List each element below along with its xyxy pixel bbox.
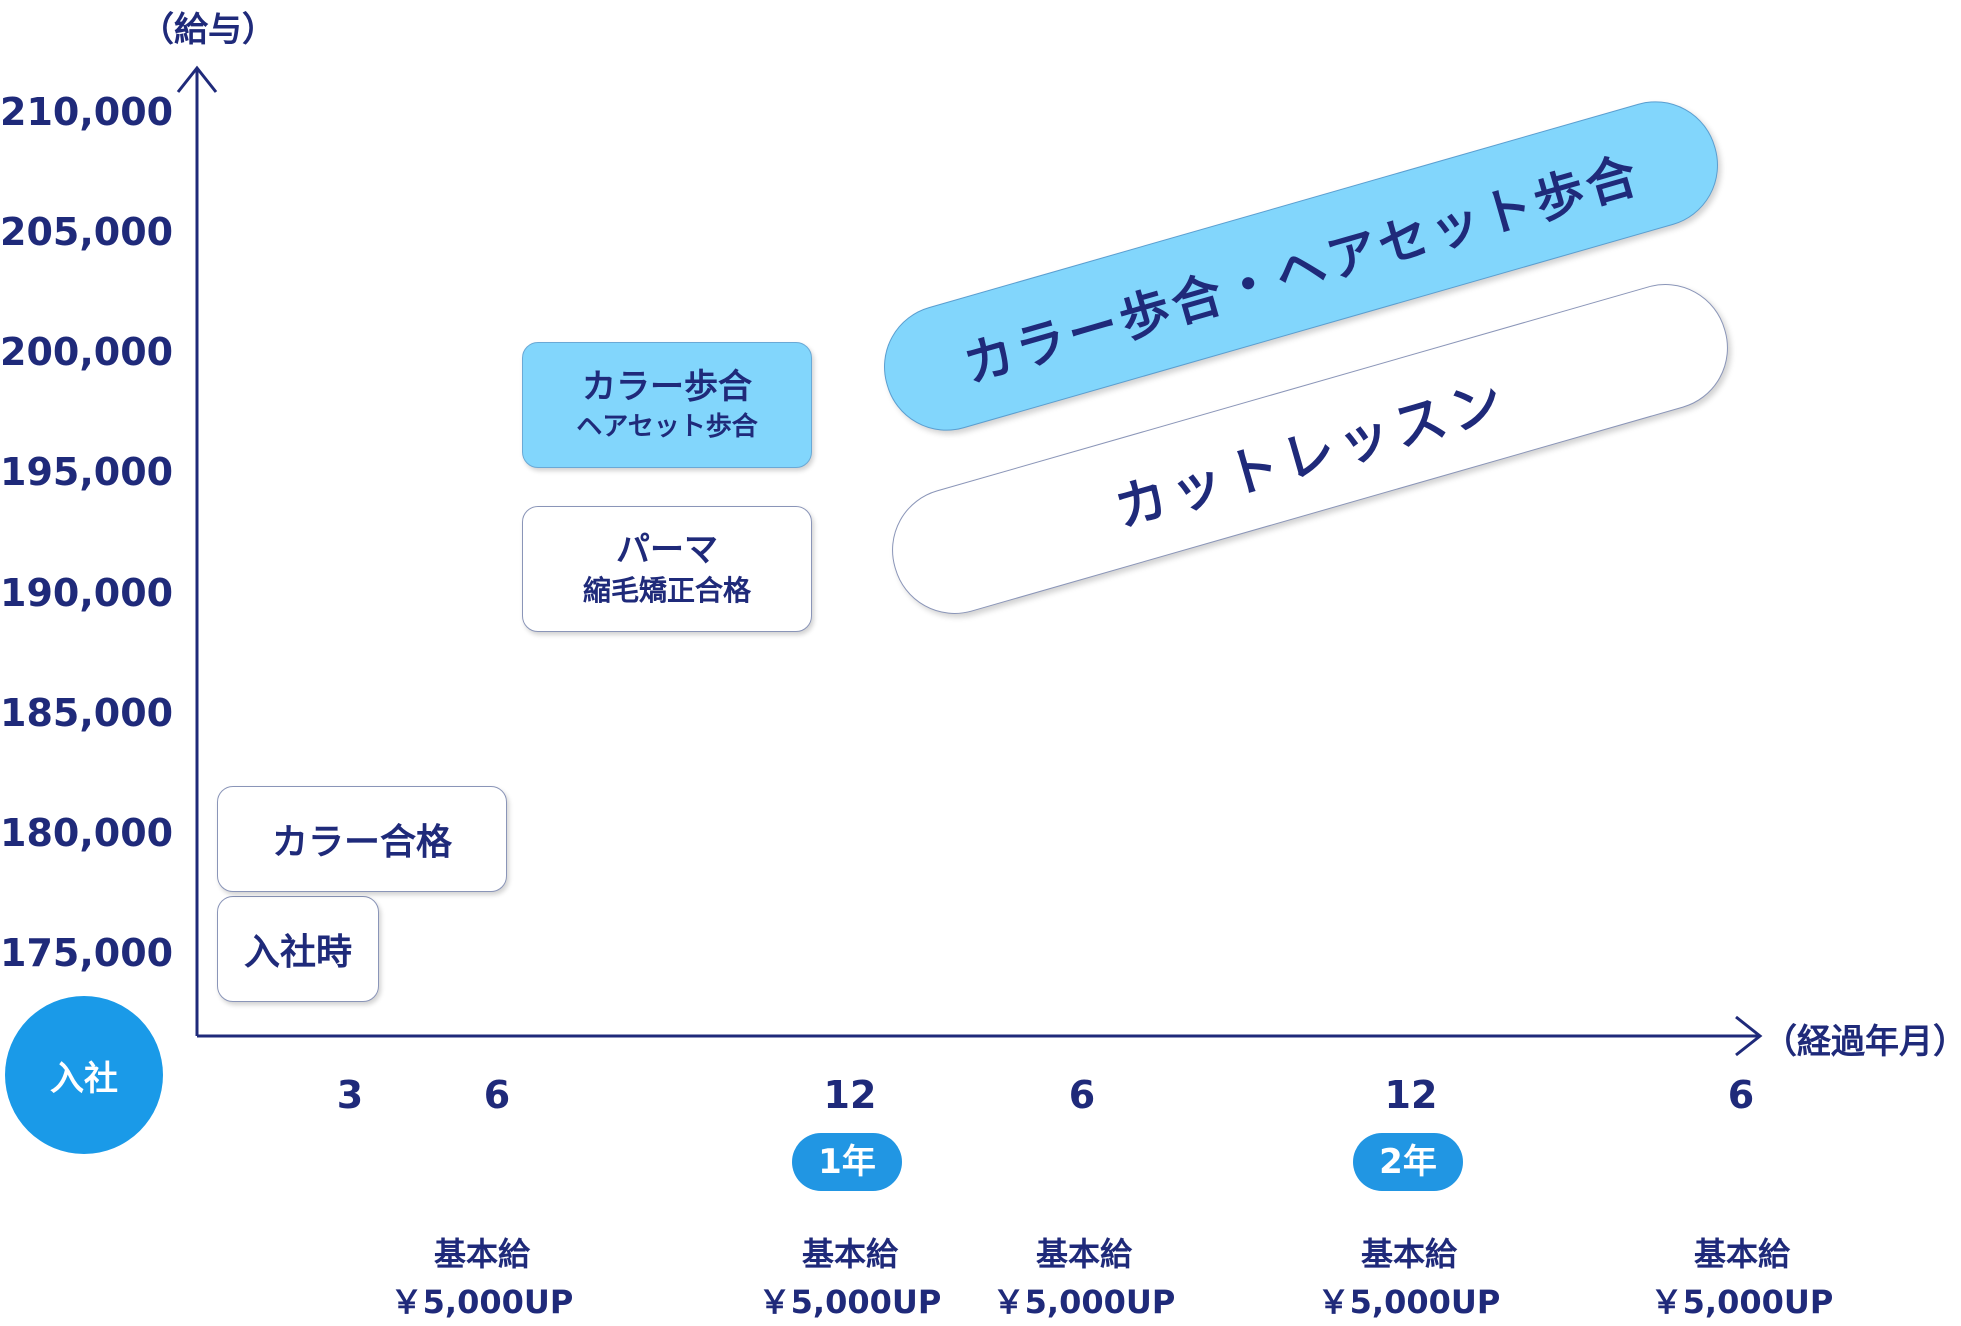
- milestone-color-commission: カラー歩合 ヘアセット歩合: [522, 342, 812, 468]
- join-badge: 入社: [5, 996, 163, 1154]
- y-tick-label: 180,000: [0, 811, 174, 855]
- y-tick-label: 200,000: [0, 330, 174, 374]
- y-tick-label: 185,000: [0, 691, 174, 735]
- x-tick-label: 6: [483, 1073, 511, 1117]
- x-tick-label: 6: [1727, 1073, 1755, 1117]
- x-axis-arrow: [1735, 1015, 1763, 1057]
- milestone-sublabel: 縮毛矯正合格: [582, 574, 751, 607]
- salary-step: 基本給 ￥5,000UP: [1289, 1230, 1529, 1326]
- x-tick-label: 12: [823, 1073, 877, 1117]
- salary-step: 基本給 ￥5,000UP: [362, 1230, 602, 1326]
- y-tick-label: 210,000: [0, 90, 174, 134]
- salary-step-amount: ￥5,000UP: [390, 1283, 574, 1321]
- y-axis-title: （給与）: [140, 10, 276, 50]
- milestone-sublabel: ヘアセット歩合: [576, 412, 758, 442]
- y-axis-arrow: [176, 65, 218, 93]
- milestone-color-pass: カラー合格: [217, 786, 507, 892]
- x-tick-label: 6: [1068, 1073, 1096, 1117]
- milestone-label: カラー歩合: [582, 367, 752, 407]
- milestone-label: 入社時: [243, 932, 352, 973]
- milestone-label: パーマ: [616, 530, 718, 570]
- salary-step-title: 基本給: [801, 1235, 898, 1273]
- salary-step: 基本給 ￥5,000UP: [1622, 1230, 1862, 1326]
- salary-step-amount: ￥5,000UP: [758, 1283, 942, 1321]
- y-tick-label: 175,000: [0, 931, 174, 975]
- milestone-join: 入社時: [217, 896, 379, 1002]
- salary-step-amount: ￥5,000UP: [1650, 1283, 1834, 1321]
- x-axis-title: （経過年月）: [1763, 1022, 1961, 1062]
- year-badge: 2年: [1353, 1133, 1463, 1191]
- y-tick-label: 205,000: [0, 210, 174, 254]
- y-tick-label: 195,000: [0, 450, 174, 494]
- year-badge: 1年: [792, 1133, 902, 1191]
- salary-step-title: 基本給: [1693, 1235, 1790, 1273]
- salary-step-amount: ￥5,000UP: [1317, 1283, 1501, 1321]
- salary-step: 基本給 ￥5,000UP: [964, 1230, 1204, 1326]
- salary-step-title: 基本給: [1360, 1235, 1457, 1273]
- y-tick-label: 190,000: [0, 571, 174, 615]
- x-tick-label: 3: [336, 1073, 364, 1117]
- salary-step-amount: ￥5,000UP: [992, 1283, 1176, 1321]
- milestone-label: カラー合格: [271, 822, 452, 863]
- salary-step: 基本給 ￥5,000UP: [730, 1230, 970, 1326]
- salary-step-title: 基本給: [433, 1235, 530, 1273]
- salary-step-title: 基本給: [1035, 1235, 1132, 1273]
- milestone-perm: パーマ 縮毛矯正合格: [522, 506, 812, 632]
- x-tick-label: 12: [1384, 1073, 1438, 1117]
